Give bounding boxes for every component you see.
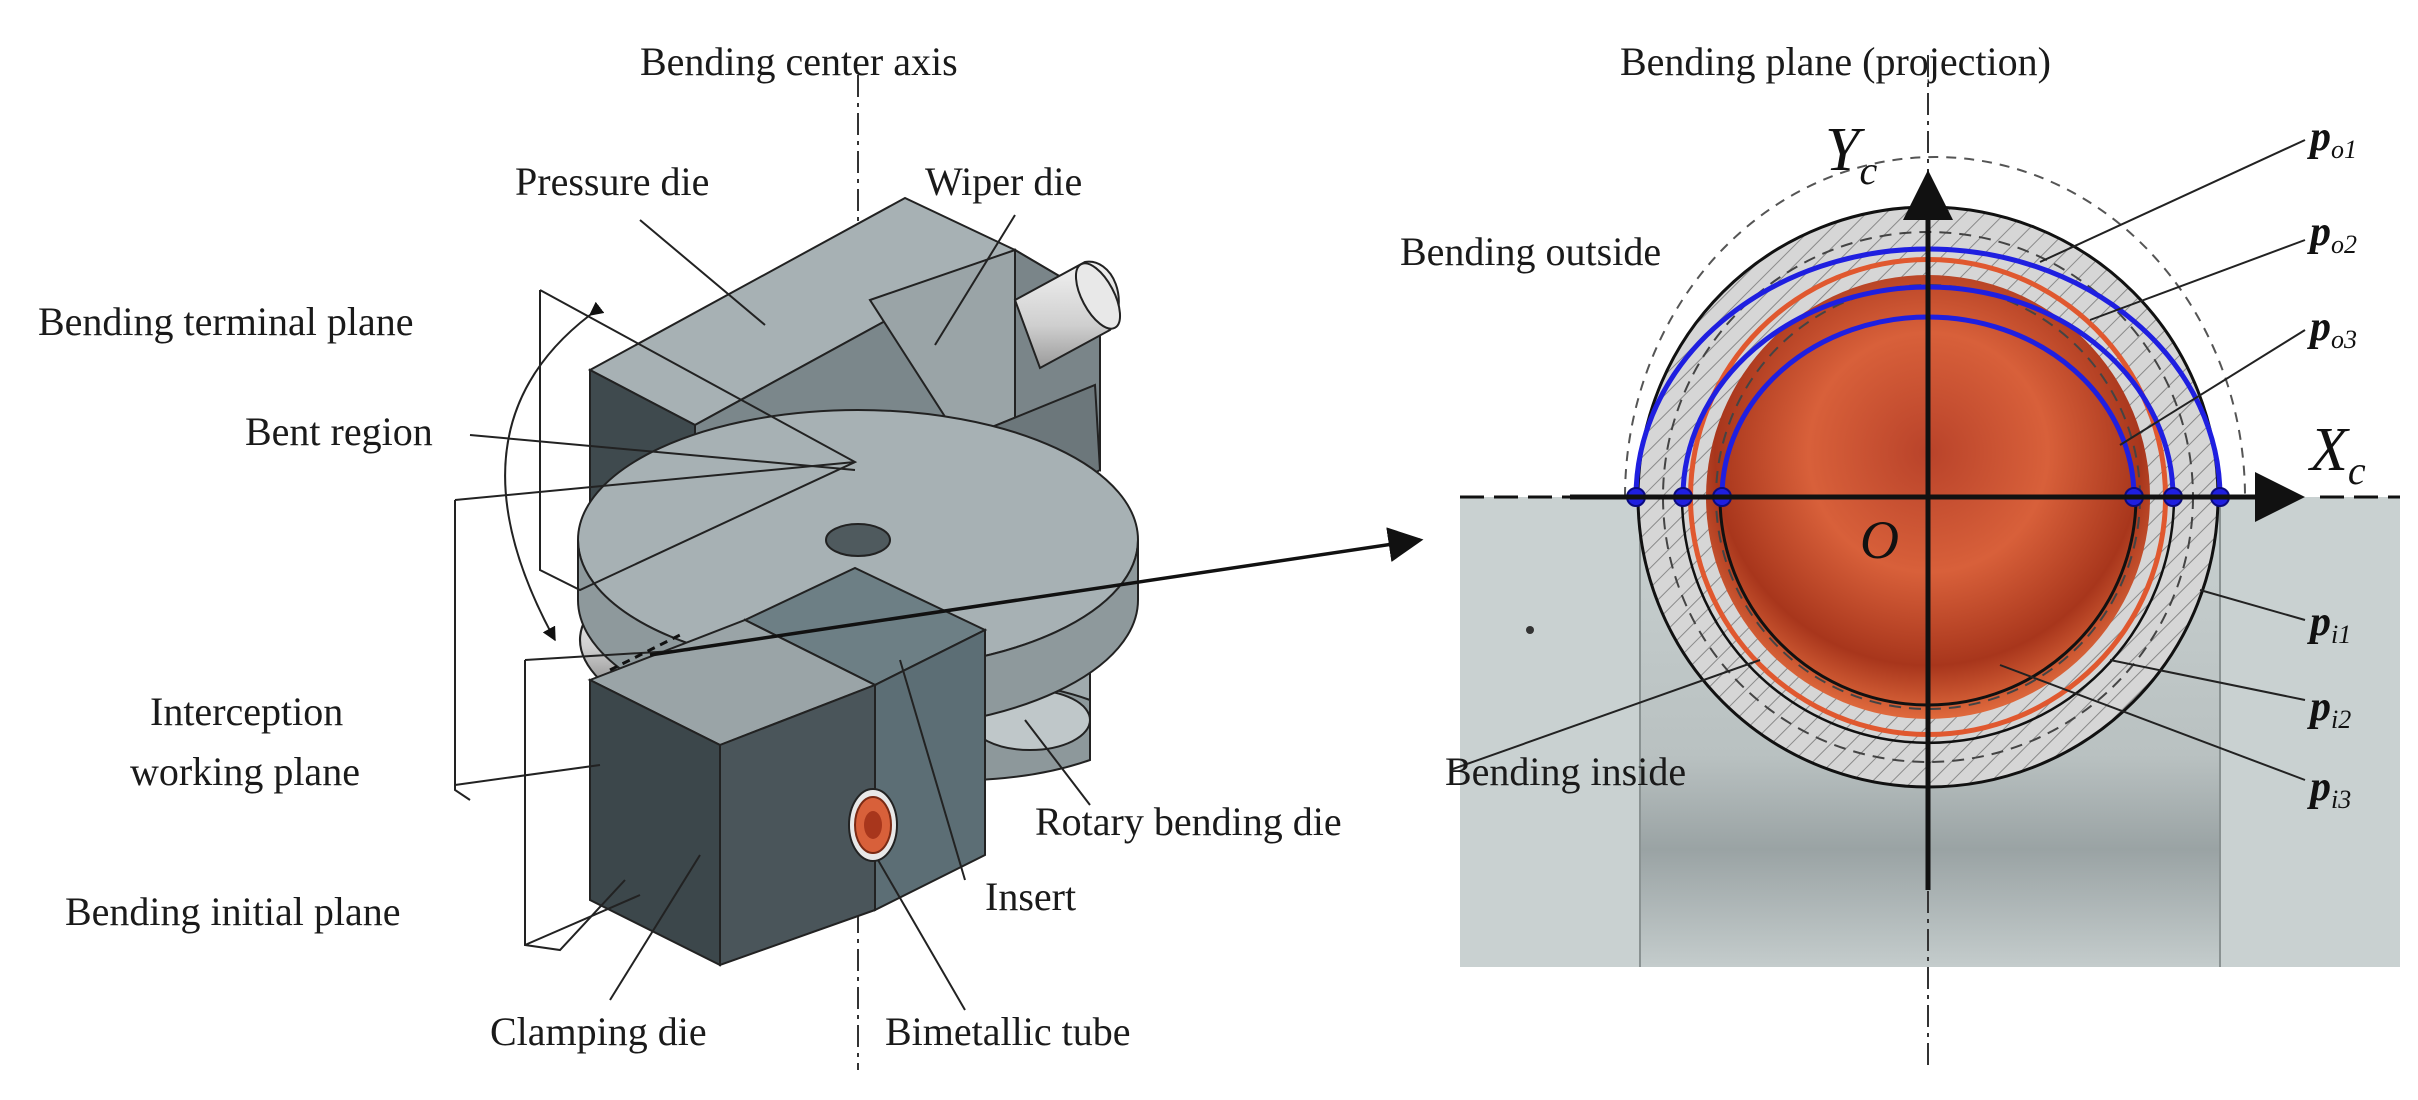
leader-insert (899, 659, 966, 881)
leader-rotary-die (1024, 719, 1091, 806)
die-assembly (454, 75, 1424, 1070)
label-pi2: pi2 (2307, 684, 2351, 734)
clamping-die (587, 618, 878, 967)
label-bent-region: Bent region (245, 409, 433, 454)
tube-end (1013, 260, 1122, 370)
leader-wiper-die (934, 214, 1016, 346)
label-interception-2: working plane (130, 749, 360, 794)
leader-pi1 (2199, 589, 2306, 621)
leader-clamping-die (609, 854, 701, 1001)
label-interception-1: Interception (150, 689, 343, 734)
label-clamping-die: Clamping die (490, 1009, 707, 1054)
bent-region-arc (504, 301, 605, 642)
label-insert: Insert (985, 874, 1076, 919)
leader-initial (524, 894, 641, 946)
leader-pi2 (2109, 659, 2306, 701)
label-pi1: pi1 (2307, 599, 2351, 649)
leader-pressure-die (639, 219, 766, 326)
label-bending-inside: Bending inside (1445, 749, 1686, 794)
leader-bending-inside (1449, 659, 1761, 771)
leader-po1 (2039, 139, 2306, 263)
leader-bimetallic-tube (877, 859, 966, 1011)
label-rotary-bending-die: Rotary bending die (1035, 799, 1342, 844)
label-bimetallic-tube: Bimetallic tube (885, 1009, 1131, 1054)
leader-bent-region (469, 434, 856, 471)
leader-po2 (2089, 239, 2306, 321)
label-bending-terminal-plane: Bending terminal plane (38, 299, 413, 344)
label-po3: po3 (2307, 304, 2357, 354)
label-y-axis: Yc (1825, 116, 1877, 193)
leader-pi3 (1999, 664, 2306, 781)
label-origin: O (1860, 510, 1899, 570)
label-pressure-die: Pressure die (515, 159, 709, 204)
label-pi3: pi3 (2307, 764, 2351, 814)
leader-po3 (2119, 329, 2306, 446)
projection-arrow (649, 527, 1424, 657)
projection-panel (1449, 55, 2400, 1065)
label-x-axis: Xc (2307, 416, 2366, 493)
label-po1: po1 (2307, 114, 2357, 164)
label-bending-plane: Bending plane (projection) (1620, 39, 2051, 84)
label-bending-initial-plane: Bending initial plane (65, 889, 401, 934)
label-po2: po2 (2307, 209, 2357, 259)
leader-interception (454, 764, 601, 786)
tube-section-left (848, 788, 898, 862)
label-wiper-die: Wiper die (925, 159, 1082, 204)
label-bending-outside: Bending outside (1400, 229, 1661, 274)
label-bending-center-axis: Bending center axis (640, 39, 958, 84)
